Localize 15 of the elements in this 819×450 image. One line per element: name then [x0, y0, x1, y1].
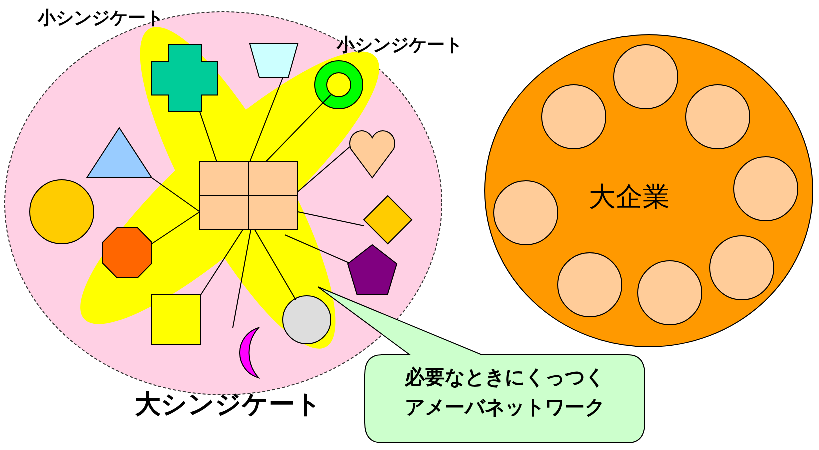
- connector-line: [250, 78, 284, 162]
- syndicate-label: 小シンジケート: [337, 35, 463, 57]
- company-label: 大企業: [589, 182, 670, 214]
- syndicate-label: 大シンジケート: [135, 390, 322, 422]
- connector-line: [232, 230, 252, 328]
- connector-line: [298, 146, 350, 192]
- connector-line: [254, 230, 296, 300]
- connector-line: [152, 178, 200, 212]
- callout-text: 必要なときにくっつくアメーバネットワーク: [404, 364, 606, 421]
- connector-line: [284, 234, 350, 264]
- connector-line: [266, 94, 332, 162]
- connector-line: [200, 230, 244, 296]
- connector-line: [298, 212, 364, 226]
- connector-line: [200, 112, 218, 162]
- connector-line: [152, 212, 200, 244]
